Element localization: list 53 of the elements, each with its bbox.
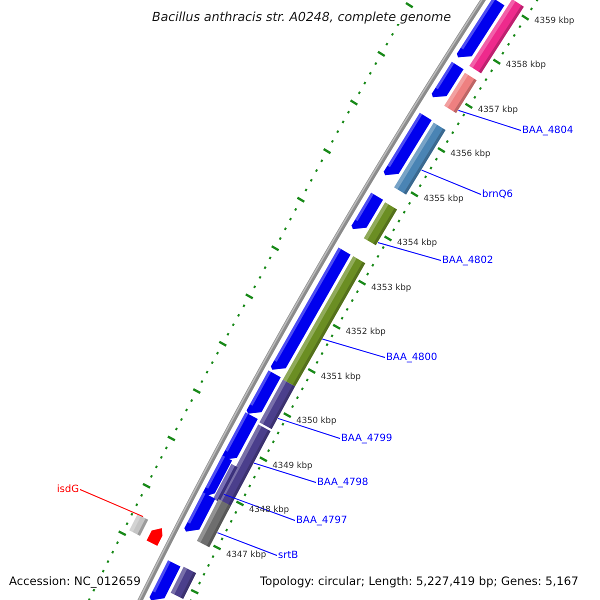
gene-bar [259, 380, 296, 430]
gene-label: BAA_4800 [386, 351, 438, 364]
gene-label: BAA_4799 [341, 432, 392, 445]
genome-title: Bacillus anthracis str. A0248, complete genome [150, 9, 454, 24]
leader-line [216, 532, 278, 556]
gene-feature [456, 0, 504, 58]
leader-line [253, 462, 316, 483]
gene-bar [170, 566, 196, 599]
position-label: 4352 kbp [346, 327, 386, 338]
gene-feature [352, 192, 384, 230]
gene-feature [202, 455, 232, 497]
gene-bar [444, 72, 477, 114]
leader-line [223, 494, 296, 521]
gene-feature [222, 412, 258, 460]
position-label: 4356 kbp [450, 149, 490, 160]
position-label: 4349 kbp [272, 460, 312, 472]
gene-bar [282, 256, 366, 386]
position-label: 4355 kbp [423, 194, 464, 205]
gene-feature [184, 492, 216, 532]
gene-feature [246, 370, 281, 414]
gene-label: BAA_4797 [296, 514, 348, 527]
gene-bar [196, 499, 231, 548]
leader-line [278, 418, 340, 439]
position-label: 4353 kbp [371, 282, 412, 294]
position-label: 4351 kbp [320, 372, 361, 383]
gene-label: brnQ6 [482, 188, 513, 201]
position-label: 4354 kbp [397, 238, 438, 250]
position-label: 4357 kbp [478, 104, 518, 116]
gene-bar [364, 202, 398, 246]
leader-line [378, 242, 442, 261]
gene-bar [129, 514, 148, 536]
position-label: 4348 kbp [248, 505, 290, 516]
gene-feature [146, 528, 162, 546]
gene-label: BAA_4802 [442, 254, 494, 267]
position-label: 4358 kbp [506, 60, 546, 72]
gene-bar [394, 122, 446, 195]
gene-feature [150, 560, 180, 600]
leader-line [458, 110, 522, 131]
leader-line [80, 489, 144, 518]
gene-label: BAA_4798 [317, 476, 368, 489]
gene-bar [213, 464, 238, 502]
leader-line [421, 170, 482, 195]
info-text: Accession: NC_012659 [8, 573, 142, 589]
position-label: 4350 kbp [296, 416, 336, 428]
info-text: Topology: circular; Length: 5,227,419 bp; Genes: 5,167 [259, 573, 580, 589]
gene-feature [432, 62, 464, 98]
position-label: 4359 kbp [534, 16, 574, 27]
gene-feature [384, 112, 432, 176]
gene-label: BAA_4804 [522, 124, 574, 137]
gene-label: srtB [278, 549, 298, 562]
leader-line [322, 338, 386, 358]
position-label: 4347 kbp [226, 550, 266, 561]
gene-label: isdG [56, 483, 79, 496]
